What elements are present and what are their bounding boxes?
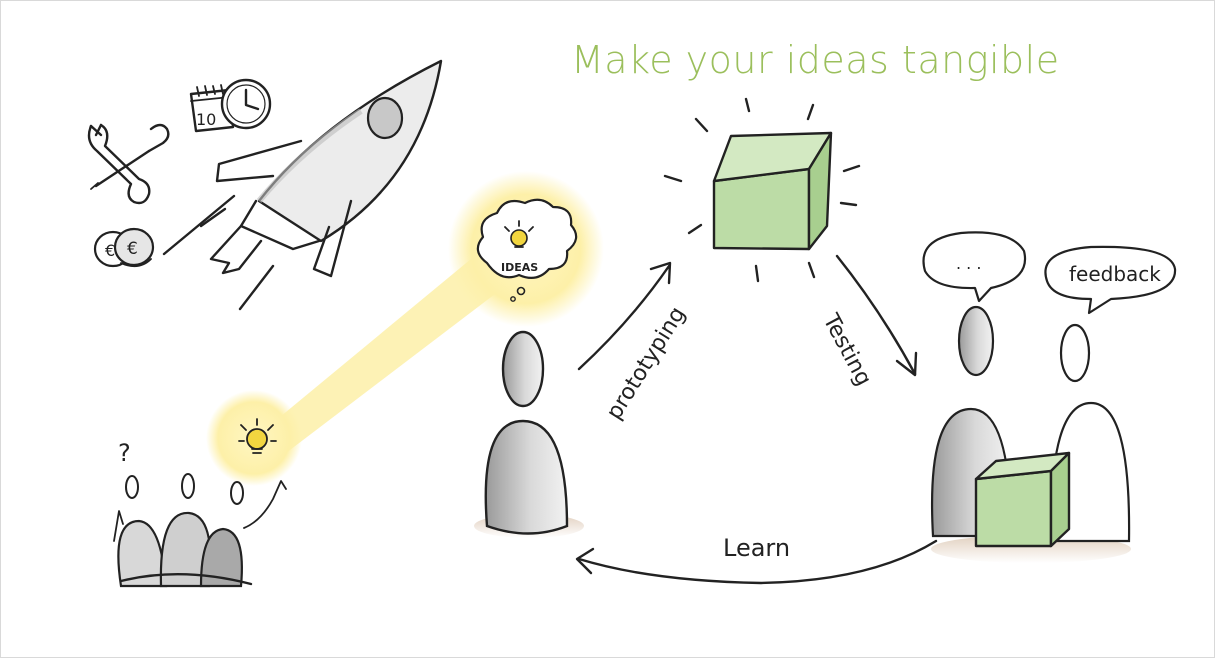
coin-symbol: € — [105, 241, 115, 260]
testing-arrow — [835, 254, 918, 377]
page-title: Make your ideas tangible — [571, 38, 1060, 82]
prototyping-label: prototyping — [602, 303, 691, 425]
central-person — [474, 330, 584, 538]
small-lightbulb-icon — [238, 418, 277, 454]
prototype-cube — [663, 97, 861, 283]
question-mark: ? — [118, 439, 131, 467]
coin-symbol-2: € — [127, 239, 138, 259]
team-group: ? — [113, 418, 287, 588]
ideas-label: IDEAS — [501, 261, 538, 274]
learn-arrow — [575, 539, 938, 585]
calendar-clock-icon: 10 — [189, 78, 272, 133]
testing-group — [930, 305, 1131, 563]
speech-dots: . . . — [956, 254, 981, 273]
ideas-thought-cloud: IDEAS — [476, 198, 578, 302]
calendar-day: 10 — [196, 110, 216, 129]
prototyping-arrow — [577, 261, 672, 371]
rocket-icon — [162, 59, 443, 311]
speech-bubble-left: . . . — [922, 231, 1027, 303]
tools-icon — [87, 123, 170, 205]
speech-bubble-feedback: feedback — [1044, 245, 1177, 315]
testing-label: Testing — [817, 309, 876, 390]
learn-label: Learn — [723, 534, 790, 562]
coins-icon: € € — [93, 227, 155, 268]
feedback-label: feedback — [1069, 262, 1161, 286]
